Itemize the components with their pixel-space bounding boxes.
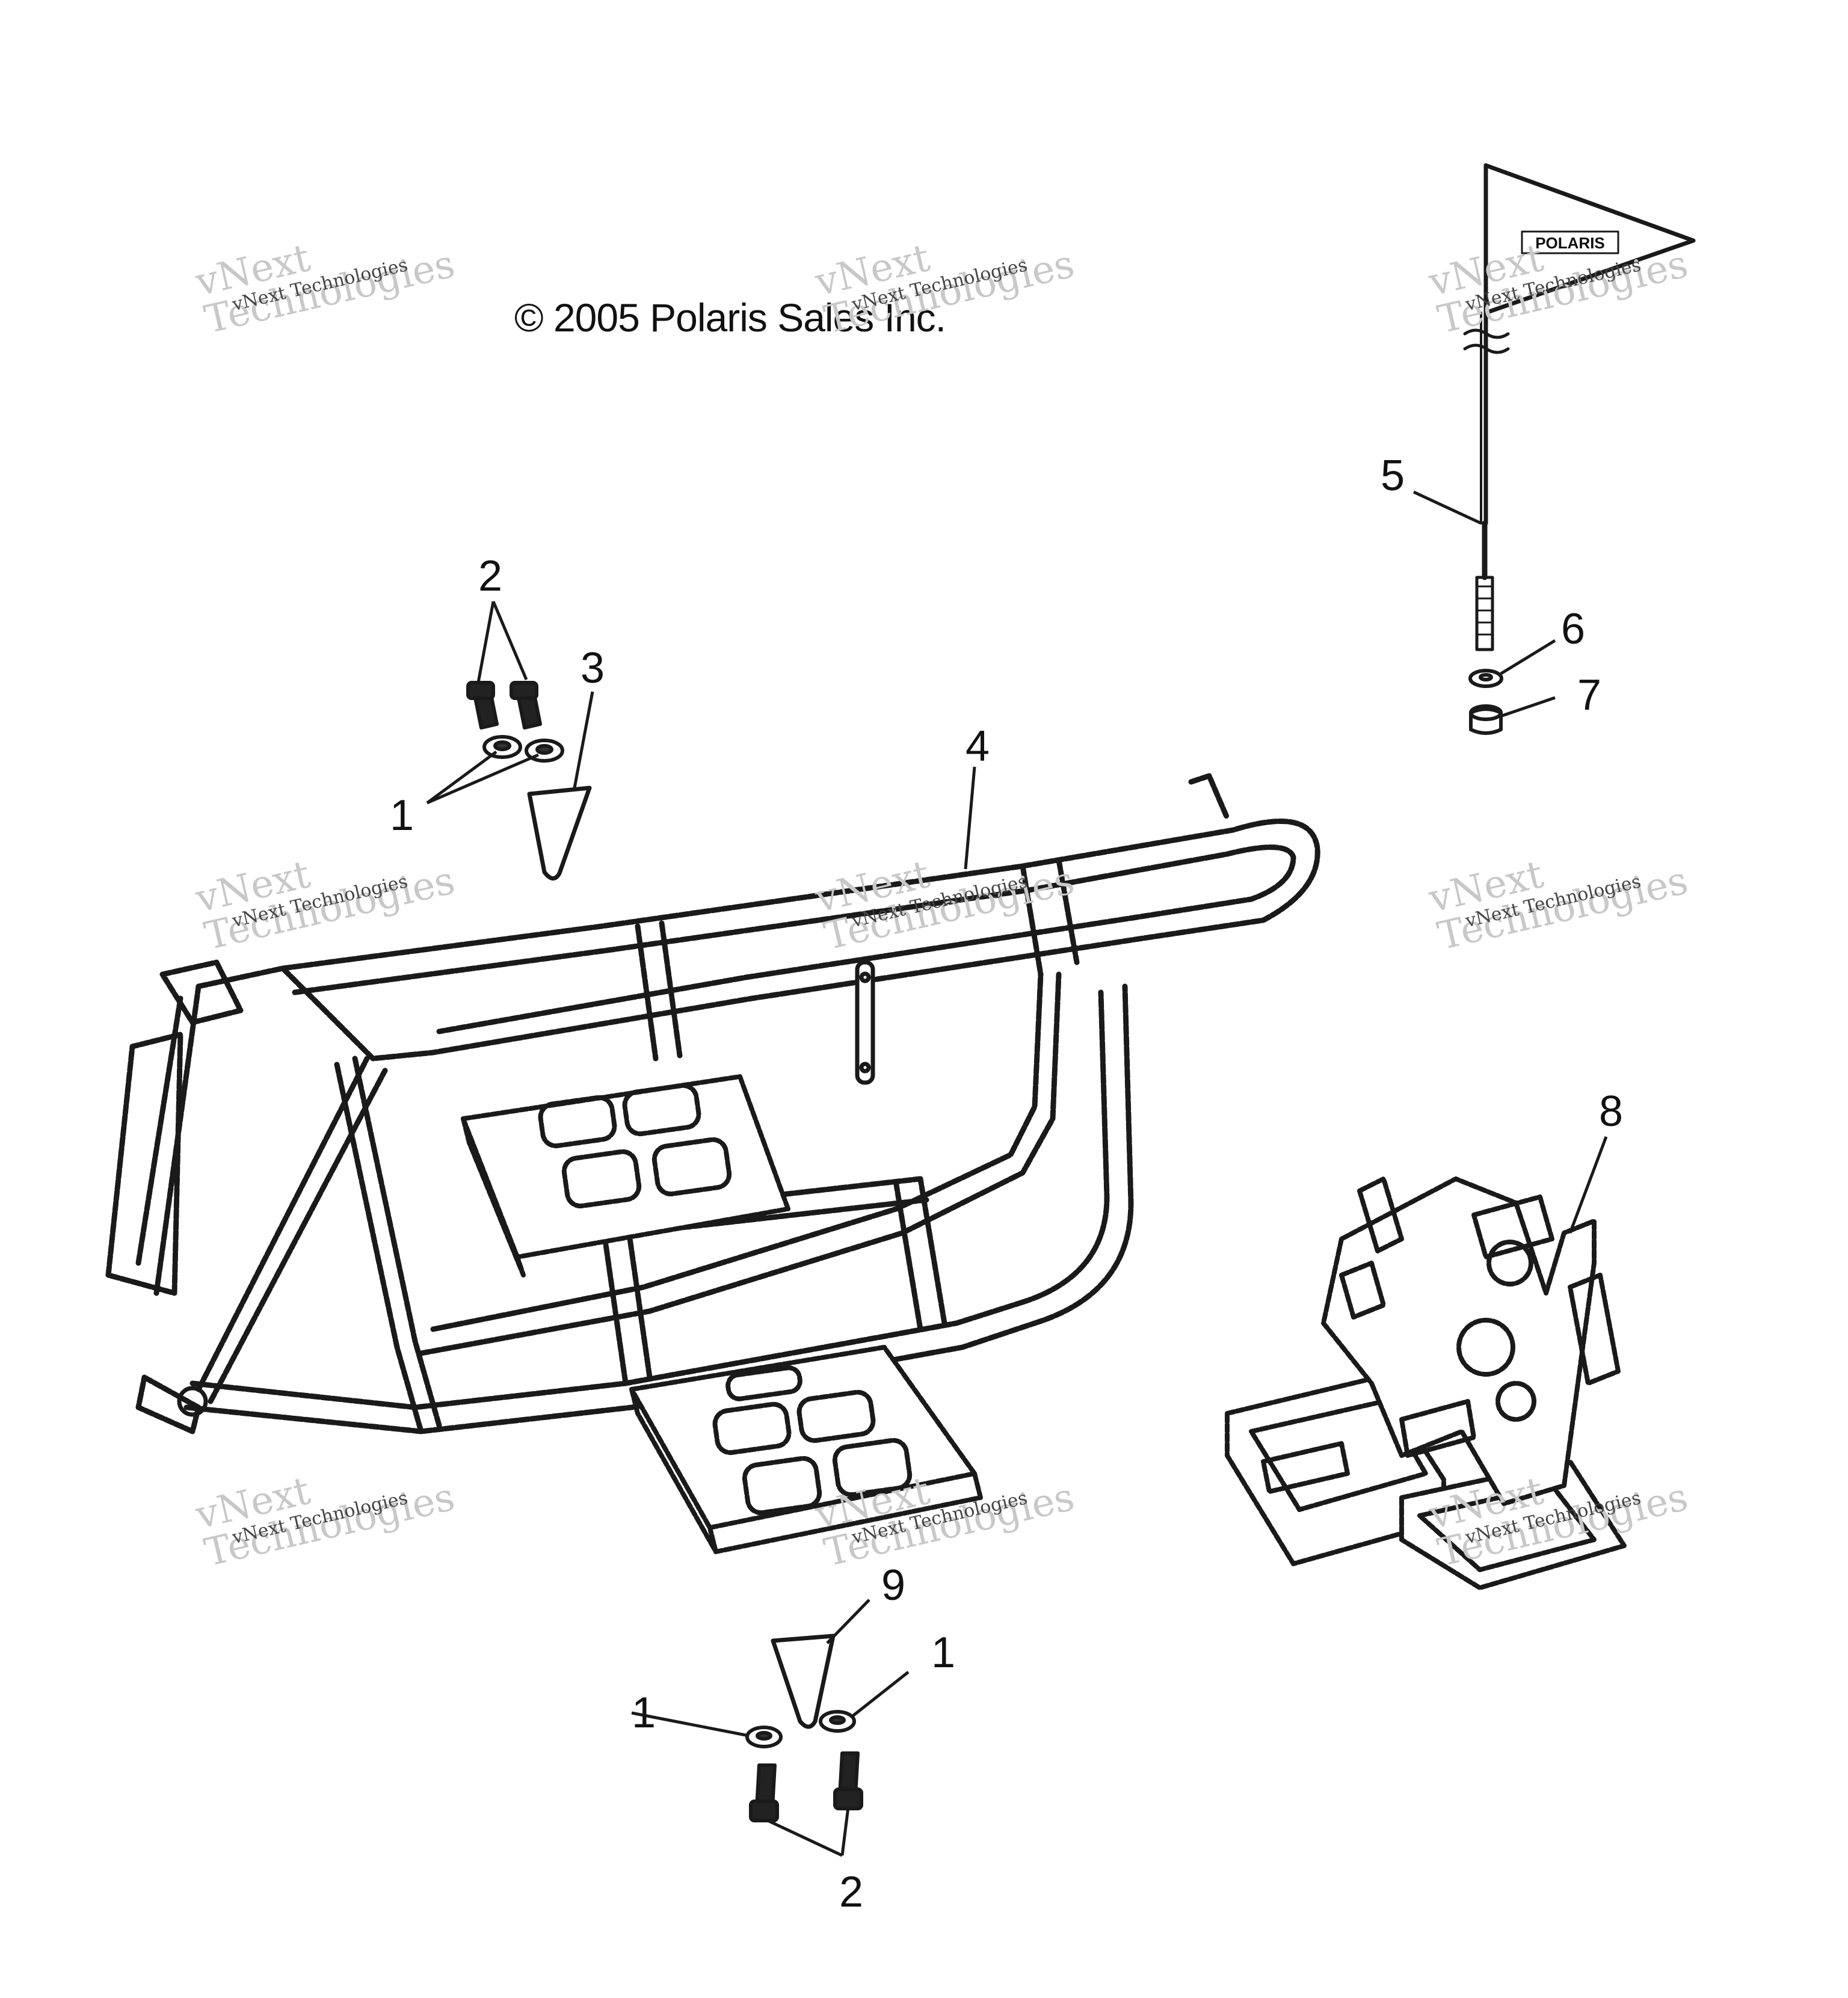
flag-logo-box — [1521, 230, 1619, 254]
callout-7: 7 — [1577, 671, 1602, 719]
bolts-bottom — [749, 1751, 863, 1822]
callout-1-top: 1 — [390, 792, 414, 840]
callout-2-bottom: 2 — [839, 1868, 864, 1916]
callout-6: 6 — [1561, 605, 1586, 653]
callout-9: 9 — [881, 1561, 906, 1609]
assembly-8 — [1225, 1176, 1627, 1590]
frame-pivot — [177, 1386, 208, 1417]
main-frame — [105, 773, 1320, 1434]
callout-5: 5 — [1381, 452, 1405, 500]
callout-8: 8 — [1599, 1087, 1624, 1136]
washers-top — [482, 735, 564, 763]
callout-4: 4 — [966, 722, 990, 770]
nut-7 — [1469, 704, 1503, 735]
callout-2-top: 2 — [478, 552, 503, 600]
gusset-3 — [527, 785, 592, 881]
callout-3: 3 — [581, 644, 605, 692]
copyright-text: © 2005 Polaris Sales Inc. — [514, 295, 946, 340]
pole-break-mark — [1463, 328, 1510, 354]
callout-1-bottom-right: 1 — [931, 1629, 956, 1677]
bolts-top — [466, 681, 542, 730]
callout-1-bottom-left: 1 — [632, 1689, 656, 1737]
footrest-upper — [461, 1074, 790, 1277]
pole-threaded-end — [1475, 576, 1494, 651]
center-bracket — [855, 960, 875, 1085]
washer-6 — [1468, 669, 1503, 688]
flag-assembly — [1463, 163, 1696, 651]
flag-logo-text: POLARIS — [1535, 234, 1605, 252]
footrest-lower — [629, 1345, 983, 1554]
leader-lines — [426, 490, 1608, 1857]
gusset-9 — [771, 1634, 836, 1729]
washers-bottom — [745, 1710, 856, 1748]
